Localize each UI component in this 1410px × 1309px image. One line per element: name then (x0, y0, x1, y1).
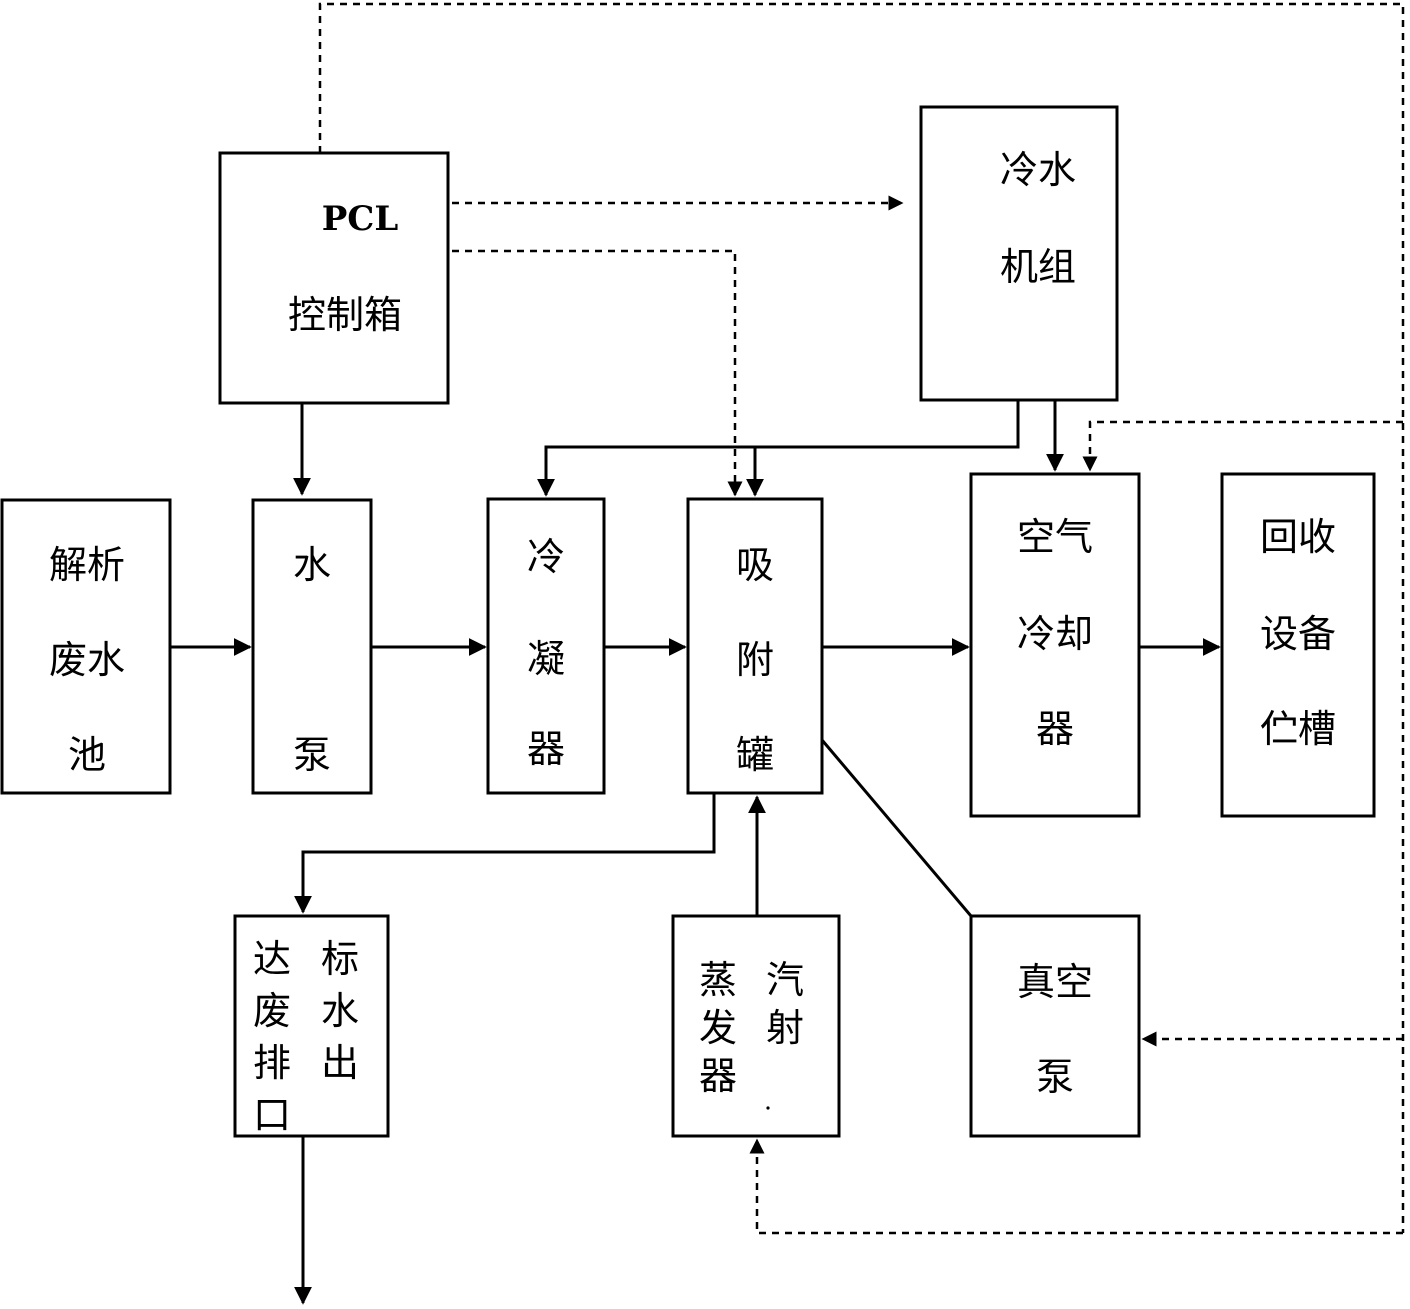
steam-col-1: 蒸发器 (699, 958, 737, 1098)
discharge-col-2: 标水出 (321, 937, 359, 1085)
plc-sublabel: 控制箱 (288, 293, 402, 337)
cooler-label-2: 冷却 (1017, 612, 1093, 656)
plc-top-signal-bus (318, 2, 1405, 1233)
tank-label-1: 吸 (736, 543, 774, 587)
recovery-label-3: 伫槽 (1260, 707, 1336, 751)
pool-label-1: 解析 (49, 543, 125, 587)
recovery-tank-box: 回收 设备 伫槽 (1220, 472, 1376, 818)
steam-col-2: 汽射 (766, 958, 804, 1050)
pump-label-2: 泵 (293, 733, 331, 777)
stray-dot (766, 1106, 770, 1110)
plc-label: PCL (322, 199, 399, 239)
discharge-col-1: 达废排口 (253, 937, 291, 1137)
discharge-outlet-box: 达废排口 标水出 (233, 914, 390, 1138)
chiller-label-2: 机组 (1000, 245, 1076, 289)
chiller-label-1: 冷水 (1000, 148, 1076, 192)
vacuum-label-1: 真空 (1017, 960, 1093, 1004)
cooler-label-1: 空气 (1017, 515, 1093, 559)
condenser-label-1: 冷 (527, 535, 565, 579)
chiller-unit-box: 冷水 机组 (919, 105, 1119, 402)
vacuum-pump-box: 真空 泵 (969, 914, 1141, 1138)
water-pump-box: 水 泵 (251, 498, 373, 795)
pool-label-3: 池 (68, 733, 106, 777)
condenser-box: 冷 凝 器 (486, 497, 606, 795)
tank-label-2: 附 (736, 638, 774, 682)
vacuum-label-2: 泵 (1036, 1055, 1074, 1099)
pump-label-1: 水 (293, 543, 331, 587)
air-cooler-box: 空气 冷却 器 (969, 472, 1141, 818)
plc-control-box: PCL 控制箱 (218, 151, 450, 405)
tank-to-vacuum-line (820, 739, 973, 917)
recovery-label-2: 设备 (1260, 612, 1336, 656)
tank-to-discharge-line (294, 793, 716, 914)
steam-generator-box: 蒸发器 汽射 (671, 914, 841, 1138)
condenser-label-2: 凝 (527, 637, 565, 681)
condenser-label-3: 器 (527, 727, 565, 771)
plc-to-tank-signal (452, 249, 743, 497)
tank-label-3: 罐 (736, 733, 774, 777)
recovery-label-1: 回收 (1260, 515, 1336, 559)
signal-to-steam (749, 1138, 1403, 1235)
signal-to-cooler (1082, 420, 1403, 472)
pool-label-2: 废水 (49, 638, 125, 682)
cooler-label-3: 器 (1036, 707, 1074, 751)
adsorption-tank-box: 吸 附 罐 (686, 497, 824, 795)
chiller-to-condenser-line (537, 400, 1020, 497)
wastewater-pool-box: 解析 废水 池 (0, 498, 172, 795)
